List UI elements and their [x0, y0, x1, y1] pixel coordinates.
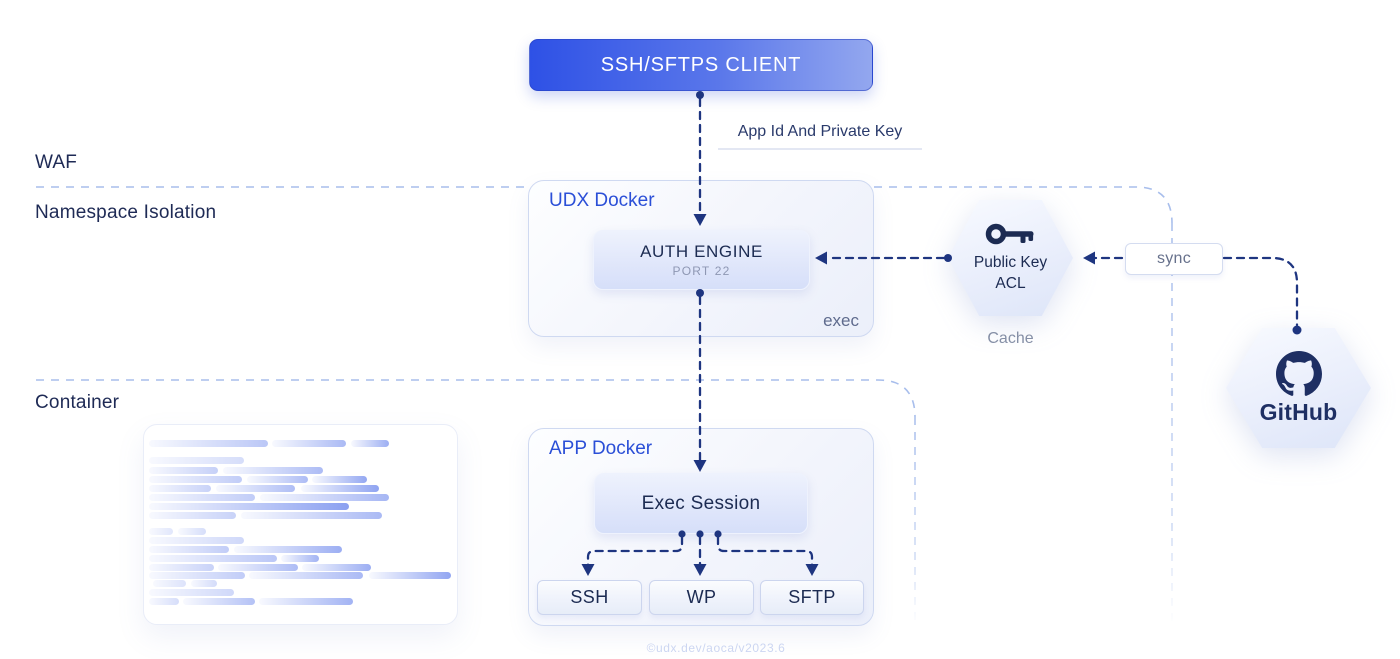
- code-line: [351, 440, 389, 447]
- container-boundary: [36, 379, 916, 418]
- code-line: [312, 476, 367, 483]
- zone-label-container: Container: [35, 392, 120, 413]
- code-line: [149, 528, 173, 535]
- code-line: [149, 512, 236, 519]
- code-line: [218, 564, 298, 571]
- code-line: [149, 494, 255, 501]
- app-docker-title: APP Docker: [549, 438, 653, 459]
- code-line: [149, 555, 277, 562]
- code-line: [149, 467, 218, 474]
- auth-engine-port: PORT 22: [672, 264, 731, 278]
- auth-engine-title: AUTH ENGINE: [640, 242, 763, 261]
- code-line: [191, 580, 217, 587]
- code-line: [301, 485, 379, 492]
- code-line: [259, 598, 353, 605]
- code-line: [149, 537, 244, 544]
- credentials-annotation: App Id And Private Key: [718, 123, 922, 150]
- code-line: [149, 564, 214, 571]
- container-code-illustration: [143, 424, 458, 625]
- code-line: [241, 512, 382, 519]
- client-label: SSH/SFTPS CLIENT: [600, 53, 802, 76]
- ssh-label: SSH: [570, 587, 609, 607]
- public-key-acl-hexagon: Public Key ACL: [948, 200, 1073, 316]
- code-line: [234, 546, 342, 553]
- code-line: [247, 476, 308, 483]
- code-line: [249, 572, 363, 579]
- key-icon: [985, 223, 1033, 245]
- code-line: [149, 598, 179, 605]
- dot-client: [696, 91, 704, 99]
- acl-label-line1: Public Key: [973, 254, 1048, 272]
- code-line: [272, 440, 346, 447]
- connector-sync-to-github: [1222, 256, 1299, 327]
- code-line: [281, 555, 319, 562]
- wp-label: WP: [686, 587, 717, 607]
- cache-label: Cache: [987, 330, 1034, 347]
- code-line: [178, 528, 206, 535]
- code-line: [149, 457, 244, 464]
- exec-session-title: Exec Session: [641, 492, 761, 514]
- github-hexagon: GitHub: [1226, 328, 1371, 448]
- udx-docker-title: UDX Docker: [549, 190, 655, 211]
- sync-node: sync: [1125, 243, 1223, 275]
- code-line: [369, 572, 451, 579]
- code-line: [260, 494, 389, 501]
- acl-label-line2: ACL: [995, 275, 1026, 292]
- zone-label-waf: WAF: [35, 152, 78, 173]
- zone-label-namespace-isolation: Namespace Isolation: [35, 202, 217, 223]
- code-line: [153, 580, 186, 587]
- code-line: [223, 467, 323, 474]
- code-line: [149, 440, 268, 447]
- auth-engine-node: AUTH ENGINE PORT 22: [593, 230, 810, 290]
- arrowhead-into-acl: [1083, 251, 1095, 265]
- github-node: GitHub: [1226, 328, 1371, 448]
- service-node-ssh: SSH: [537, 580, 642, 615]
- code-line: [149, 546, 229, 553]
- code-line: [302, 564, 371, 571]
- exec-session-node: Exec Session: [594, 473, 808, 534]
- code-line: [149, 476, 242, 483]
- public-key-acl-node: Public Key ACL: [948, 200, 1073, 316]
- github-label: GitHub: [1259, 398, 1338, 425]
- sync-label: sync: [1156, 250, 1192, 267]
- code-line: [149, 572, 245, 579]
- exec-label: exec: [823, 311, 859, 330]
- service-node-sftp: SFTP: [760, 580, 864, 615]
- code-line: [149, 589, 234, 596]
- code-line: [183, 598, 255, 605]
- code-line: [149, 485, 211, 492]
- code-line: [149, 503, 349, 510]
- sftp-label: SFTP: [788, 587, 836, 607]
- github-octocat-icon: [1275, 350, 1322, 396]
- service-node-wp: WP: [649, 580, 754, 615]
- footer-version-text: ©udx.dev/aoca/v2023.6: [646, 641, 786, 655]
- ssh-sftps-client-node: SSH/SFTPS CLIENT: [529, 39, 873, 91]
- code-line: [216, 485, 295, 492]
